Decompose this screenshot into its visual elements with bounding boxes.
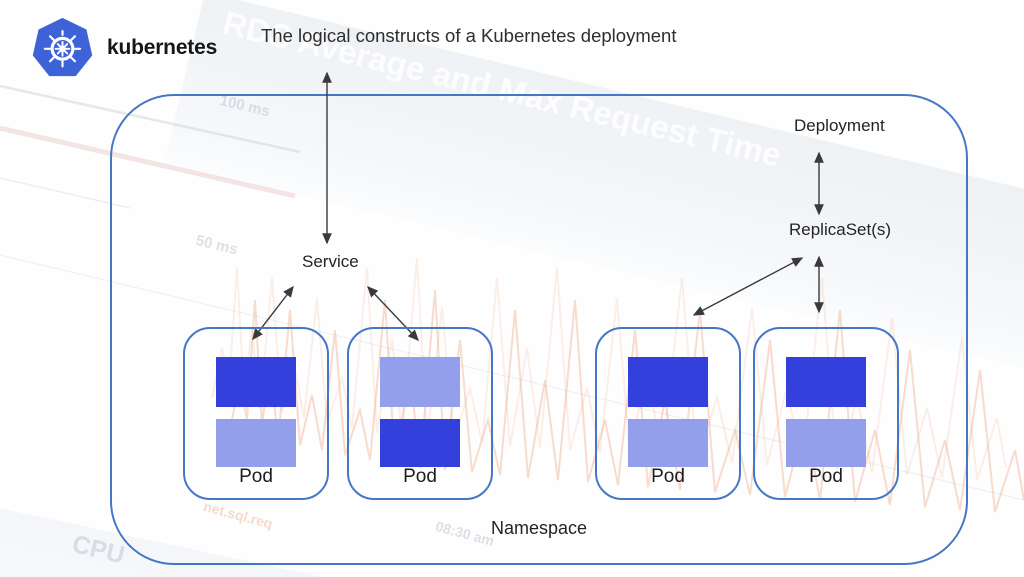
container-box [786,357,866,407]
pod: Pod [183,327,329,500]
slide-title: The logical constructs of a Kubernetes d… [261,25,677,46]
pod-label: Pod [239,466,273,487]
deployment-label: Deployment [794,116,885,135]
service-label: Service [302,252,359,271]
kubernetes-wordmark: kubernetes [107,35,218,59]
container-box [380,419,460,467]
container-box [216,419,296,467]
container-box [628,357,708,407]
pod: Pod [595,327,741,500]
arrow-service-pod2 [367,285,419,342]
arrow-service-pod1 [252,285,294,341]
namespace-label: Namespace [490,518,588,538]
container-box [628,419,708,467]
replicaset-label: ReplicaSet(s) [789,220,892,239]
pod: Pod [347,327,493,500]
pod-label: Pod [403,466,437,487]
arrow-replicaset-pod3 [692,257,804,316]
container-box [216,357,296,407]
container-box [380,357,460,407]
container-box [786,419,866,467]
kubernetes-logo: kubernetes [31,16,217,79]
pod: Pod [753,327,899,500]
pod-label: Pod [809,466,843,487]
namespace-box: Namespace [110,94,968,565]
pod-label: Pod [651,466,685,487]
kubernetes-helm-icon [32,17,93,77]
